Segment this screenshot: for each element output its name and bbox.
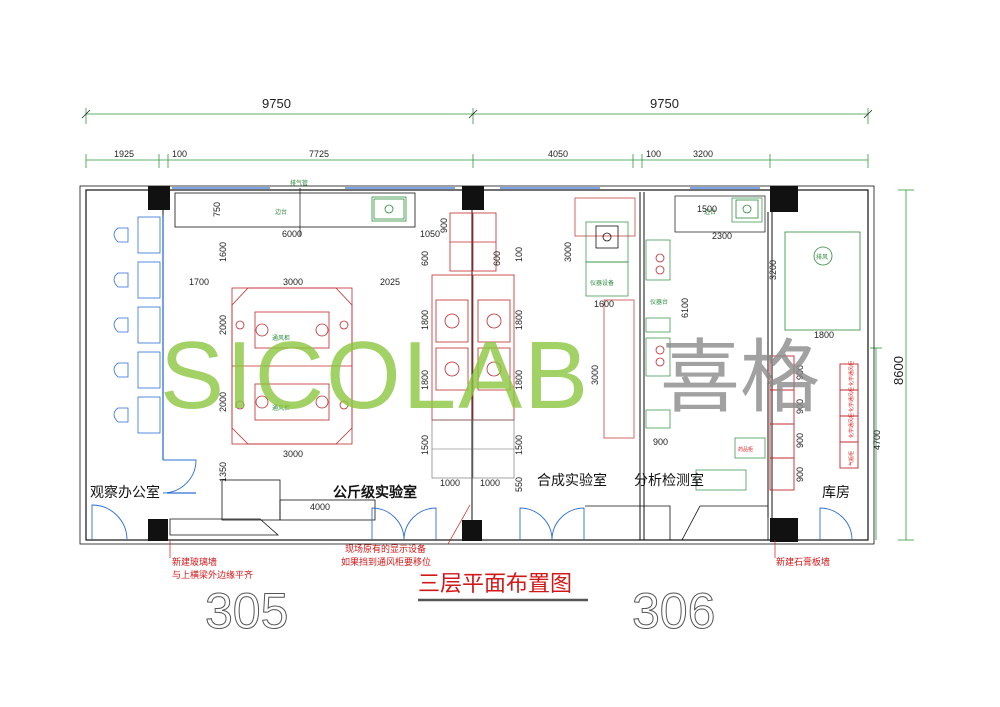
label-bench-mid: 仪器台 — [650, 298, 668, 306]
structural-columns — [148, 186, 798, 542]
sicolab-watermark: SICOLAB 喜格 — [160, 322, 820, 429]
dim-8600: 8600 — [891, 356, 906, 385]
dim-1700: 1700 — [189, 277, 209, 287]
dim-6000: 6000 — [282, 229, 302, 239]
right-dimension-chain — [870, 189, 914, 541]
dim-2025: 2025 — [380, 277, 400, 287]
label-gas-cabinet: 气瓶柜 — [848, 451, 855, 466]
dim-3000-c: 3000 — [590, 365, 600, 385]
dim-2000-a: 2000 — [218, 315, 228, 335]
note-gypsum-wall: 新建石膏板墙 — [776, 556, 830, 568]
dim-1350: 1350 — [218, 462, 228, 482]
storage-cabinets — [769, 355, 859, 491]
note-glass-wall-1: 新建玻璃墙 — [172, 556, 217, 568]
dim-3200: 3200 — [693, 149, 713, 159]
room-synthesis-lab: 合成实验室 — [537, 472, 607, 489]
dim-900-b: 900 — [653, 437, 668, 447]
note-existing-2: 如果挡到通风柜要移位 — [341, 556, 431, 568]
dim-750: 750 — [212, 202, 222, 217]
bottom-benches — [585, 505, 769, 541]
top-dimension-chain — [85, 108, 869, 168]
room-kg-lab: 公斤级实验室 — [333, 484, 417, 501]
central-island — [231, 287, 353, 445]
label-fume-hood-2: 化学通风柜 — [848, 387, 855, 412]
label-exhaust-right: 排风 — [816, 253, 828, 261]
dim-7725: 7725 — [309, 149, 329, 159]
label-equipment: 仪器设备 — [590, 279, 614, 287]
dim-4700: 4700 — [872, 430, 882, 450]
dim-100-b: 100 — [646, 149, 661, 159]
label-exhaust-pipe: 排气管 — [290, 179, 308, 187]
dim-1800-d: 1800 — [514, 370, 524, 390]
dim-900-d: 900 — [795, 399, 805, 414]
dim-3000-top: 3000 — [283, 277, 303, 287]
dim-2300: 2300 — [712, 231, 732, 241]
bottom-bench — [169, 479, 376, 536]
dim-1050: 1050 — [420, 229, 440, 239]
dim-1000-a: 1000 — [440, 478, 460, 488]
dim-600-a: 600 — [420, 251, 430, 266]
dim-4000: 4000 — [310, 502, 330, 512]
dim-3000-bot: 3000 — [283, 449, 303, 459]
doors — [91, 459, 853, 541]
dim-1925: 1925 — [114, 149, 134, 159]
dim-6100: 6100 — [680, 298, 690, 318]
label-bench-top: 边台 — [275, 208, 287, 216]
dim-900-f: 900 — [795, 467, 805, 482]
dim-3200-r: 3200 — [768, 260, 778, 280]
label-fume-hood-mid: 通风柜 — [272, 404, 290, 412]
top-bench — [174, 192, 416, 228]
watermark-latin: SICOLAB — [160, 322, 590, 429]
synthesis-equipment — [574, 197, 636, 439]
dim-top-right: 9750 — [650, 96, 679, 111]
leader-lines — [169, 504, 776, 558]
dim-100-a: 100 — [172, 149, 187, 159]
sinks — [373, 198, 759, 249]
dim-1600-b: 1600 — [594, 299, 614, 309]
dim-1500-b: 1500 — [514, 435, 524, 455]
note-existing-1: 现场原有的显示设备 — [345, 543, 426, 555]
dim-3000-mid: 3000 — [563, 242, 573, 262]
room-number-305: 305 — [205, 583, 288, 639]
label-cabinet: 药品柜 — [738, 446, 753, 453]
analysis-equipment — [645, 195, 766, 491]
dim-top-left: 9750 — [262, 96, 291, 111]
page-title: 三层平面布置图 — [418, 572, 572, 597]
dim-1000-b: 1000 — [480, 478, 500, 488]
dim-900-c: 900 — [795, 365, 805, 380]
room-observation-office: 观察办公室 — [90, 484, 160, 501]
label-fume-hood-left: 通风柜 — [272, 334, 290, 342]
watermark-chinese: 喜格 — [660, 331, 820, 424]
workstations — [113, 216, 161, 434]
room-analysis-lab: 分析检测室 — [634, 472, 704, 489]
label-bench-right: 边台 — [704, 208, 716, 216]
dim-1600: 1600 — [218, 242, 228, 262]
dim-1800-c: 1800 — [420, 370, 430, 390]
dim-1800-r: 1800 — [814, 330, 834, 340]
dim-4050: 4050 — [548, 149, 568, 159]
room-number-306: 306 — [632, 583, 715, 639]
dim-600-b: 600 — [492, 251, 502, 266]
label-fume-hood-1: 化学通风柜 — [848, 361, 855, 386]
dim-900-a: 900 — [439, 218, 449, 233]
room-storage: 库房 — [822, 485, 850, 501]
dim-1800-b: 1800 — [514, 310, 524, 330]
dim-1500-top: 1500 — [697, 204, 717, 214]
label-fume-hood-3: 化学通风柜 — [848, 413, 855, 438]
dim-1500-a: 1500 — [420, 435, 430, 455]
dim-100: 100 — [514, 247, 524, 262]
dim-2000-b: 2000 — [218, 392, 228, 412]
dim-1800-a: 1800 — [420, 310, 430, 330]
exhaust-room — [784, 231, 861, 331]
dim-900-e: 900 — [795, 433, 805, 448]
dim-550: 550 — [514, 477, 524, 492]
note-glass-wall-2: 与上横梁外边缘平齐 — [172, 569, 253, 581]
